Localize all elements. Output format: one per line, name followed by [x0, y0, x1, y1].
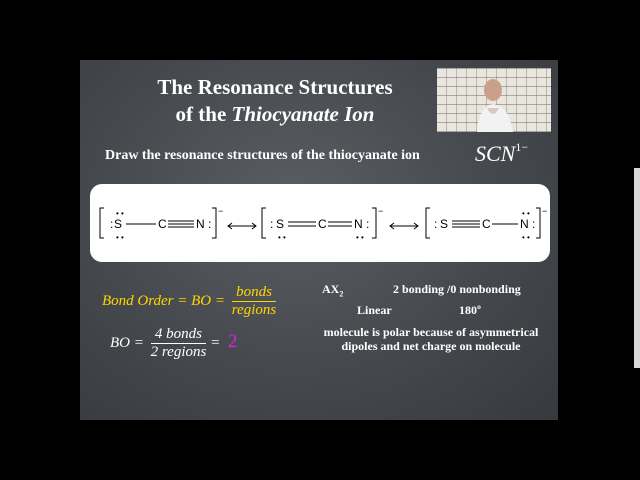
svg-text::: : — [110, 217, 113, 231]
svg-text:• •: • • — [116, 209, 124, 218]
slide-title: The Resonance Structures of the Thiocyan… — [157, 75, 393, 126]
svg-text::: : — [532, 217, 535, 231]
bond-order-definition: Bond Order = BO = bonds regions — [102, 284, 277, 318]
svg-text:C: C — [158, 217, 167, 231]
svg-text::: : — [434, 217, 437, 231]
svg-text:−: − — [218, 206, 223, 216]
instruction-text: Draw the resonance structures of the thi… — [105, 148, 420, 163]
svg-text:−: − — [378, 206, 383, 216]
resonance-panel: : S • • • • C N : − : — [90, 184, 550, 262]
svg-text:S: S — [440, 217, 448, 231]
svg-text:N: N — [520, 217, 529, 231]
bonds-regions-calc-fraction: 4 bonds 2 regions — [150, 326, 207, 360]
svg-text:N: N — [354, 217, 363, 231]
bond-order-result: 2 — [227, 330, 238, 352]
svg-text:N: N — [196, 217, 205, 231]
resonance-structure-3: : S C N • • • • : − — [425, 206, 547, 242]
svg-text::: : — [208, 217, 211, 231]
svg-text:• •: • • — [356, 233, 364, 242]
svg-text:S: S — [276, 217, 284, 231]
ax2-label: AX2 — [322, 282, 344, 299]
resonance-structure-1: : S • • • • C N : − — [99, 206, 223, 242]
svg-text:C: C — [318, 217, 327, 231]
resonance-structure-2: : S • • C N : • • − — [261, 206, 383, 242]
presentation-slide: The Resonance Structures of the Thiocyan… — [80, 60, 558, 420]
svg-text:−: − — [542, 206, 547, 216]
bonds-over-regions-fraction: bonds regions — [231, 284, 277, 318]
polarity-text: molecule is polar because of asymmetrica… — [323, 325, 539, 353]
bond-angle-text: 180º — [459, 303, 481, 317]
presenter-figure — [477, 79, 513, 132]
shape-text: Linear — [357, 303, 392, 317]
svg-text:S: S — [114, 217, 122, 231]
presenter-webcam — [437, 68, 551, 132]
bonding-pairs-text: 2 bonding /0 nonbonding — [393, 282, 521, 296]
bond-order-calculation: BO = 4 bonds 2 regions = 2 — [110, 326, 238, 360]
svg-text:• •: • • — [116, 233, 124, 242]
svg-text:• •: • • — [522, 233, 530, 242]
svg-text::: : — [366, 217, 369, 231]
formula-scn: SCN1− — [475, 140, 529, 166]
svg-text:• •: • • — [278, 233, 286, 242]
svg-text:C: C — [482, 217, 491, 231]
resonance-arrow-1 — [227, 222, 257, 230]
resonance-arrow-2 — [389, 222, 419, 230]
resonance-structures-diagram: : S • • • • C N : − : — [99, 206, 547, 242]
svg-text::: : — [270, 217, 273, 231]
right-edge-strip — [634, 168, 640, 368]
svg-text:• •: • • — [522, 209, 530, 218]
